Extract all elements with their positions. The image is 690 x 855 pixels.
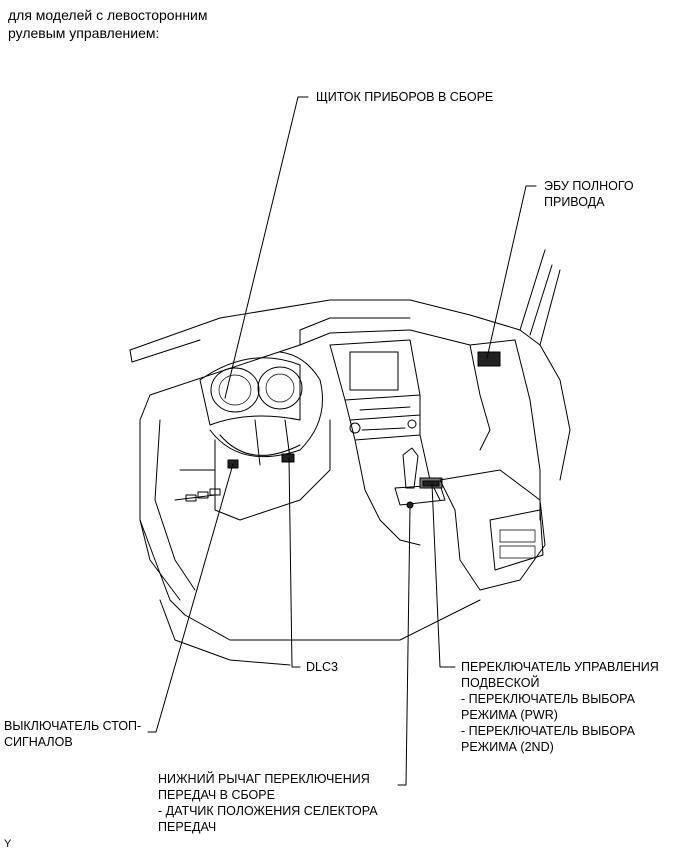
center-stack: [329, 339, 421, 401]
figure-code: Y: [4, 838, 12, 850]
label-suspension-line-5: - ПЕРЕКЛЮЧАТЕЛЬ ВЫБОРА: [461, 724, 635, 738]
label-suspension-switch: ПЕРЕКЛЮЧАТЕЛЬ УПРАВЛЕНИЯ ПОДВЕСКОЙ - ПЕР…: [461, 659, 659, 755]
label-suspension-line-6: РЕЖИМА (2ND): [461, 740, 554, 754]
heading-line-2: рулевым управлением:: [8, 25, 160, 41]
label-stop-lamp-line-2: СИГНАЛОВ: [4, 735, 73, 749]
navigation-display: [349, 351, 399, 391]
label-floor-shift-line-2: ПЕРЕДАЧ В СБОРЕ: [158, 788, 275, 802]
label-floor-shift-line-3: - ДАТЧИК ПОЛОЖЕНИЯ СЕЛЕКТОРА: [158, 804, 378, 818]
shift-lever: [402, 447, 419, 489]
label-stop-lamp-switch: ВЫКЛЮЧАТЕЛЬ СТОП- СИГНАЛОВ: [4, 718, 141, 750]
label-floor-shift: НИЖНИЙ РЫЧАГ ПЕРЕКЛЮЧЕНИЯ ПЕРЕДАЧ В СБОР…: [158, 771, 378, 835]
4wd-ecu-component: [477, 351, 501, 367]
label-dlc3: DLC3: [306, 659, 338, 675]
label-suspension-line-2: ПОДВЕСКОЙ: [461, 676, 540, 690]
speedometer: [210, 367, 260, 413]
label-4wd-ecu-line-2: ПРИВОДА: [544, 195, 605, 209]
shift-sensor-component: [406, 501, 414, 509]
tachometer: [257, 366, 303, 410]
leader-floor-shift: [397, 507, 411, 786]
label-suspension-line-1: ПЕРЕКЛЮЧАТЕЛЬ УПРАВЛЕНИЯ: [461, 660, 659, 674]
label-floor-shift-line-4: ПЕРЕДАЧ: [158, 820, 217, 834]
meter-hood-outline: [199, 357, 301, 426]
label-suspension-line-3: - ПЕРЕКЛЮЧАТЕЛЬ ВЫБОРА: [461, 692, 635, 706]
leader-dlc3: [288, 457, 301, 668]
steering-wheel: [209, 351, 323, 458]
dlc3-component: [281, 453, 295, 463]
leader-4wd-ecu: [486, 185, 537, 359]
leader-combination-meter: [224, 96, 309, 399]
console-box: [439, 469, 546, 591]
label-floor-shift-line-1: НИЖНИЙ РЫЧАГ ПЕРЕКЛЮЧЕНИЯ: [158, 772, 370, 786]
suspension-switch-component: [422, 480, 440, 487]
label-combination-meter-line: ЩИТОК ПРИБОРОВ В СБОРЕ: [316, 90, 494, 104]
label-dlc3-line: DLC3: [306, 660, 338, 674]
label-stop-lamp-line-1: ВЫКЛЮЧАТЕЛЬ СТОП-: [4, 719, 142, 733]
label-4wd-ecu-line-1: ЭБУ ПОЛНОГО: [544, 179, 634, 193]
leader-stop-lamp-switch: [147, 463, 234, 733]
label-combination-meter: ЩИТОК ПРИБОРОВ В СБОРЕ: [316, 89, 493, 105]
page-heading: для моделей с левосторонним рулевым упра…: [8, 6, 208, 42]
label-suspension-line-4: РЕЖИМА (PWR): [461, 708, 558, 722]
label-4wd-ecu: ЭБУ ПОЛНОГО ПРИВОДА: [544, 178, 634, 210]
heading-line-1: для моделей с левосторонним: [8, 7, 208, 23]
leader-suspension-switch: [431, 483, 456, 668]
